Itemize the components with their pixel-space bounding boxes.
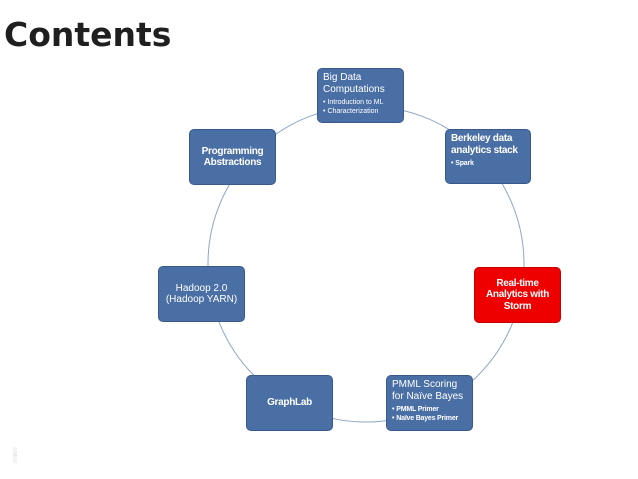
bullet-item: Spark	[451, 159, 525, 168]
node-label: Real-time Analytics with Storm	[485, 277, 550, 312]
node-programming-abstractions: Programming Abstractions	[189, 129, 276, 185]
node-label: Programming Abstractions	[201, 145, 264, 169]
node-label: PMML Scoring for Naïve Bayes	[392, 379, 464, 402]
bullet-item: PMML Primer	[392, 405, 467, 414]
node-bullets: PMML Primer Naïve Bayes Primer	[392, 405, 467, 424]
node-label: Berkeley data analytics stack	[451, 133, 518, 156]
bullet-item: Naïve Bayes Primer	[392, 414, 467, 423]
node-label: GraphLab	[267, 397, 312, 409]
node-pmml-scoring: PMML Scoring for Naïve Bayes PMML Primer…	[386, 375, 473, 431]
bullet-item: Introduction to ML	[323, 98, 398, 107]
node-big-data-computations: Big Data Computations Introduction to ML…	[317, 68, 404, 123]
node-label: Big Data Computations	[323, 72, 385, 95]
bullet-item: Characterization	[323, 107, 398, 116]
node-label: Hadoop 2.0 (Hadoop YARN)	[165, 282, 238, 306]
node-bullets: Introduction to ML Characterization	[323, 98, 398, 117]
slide-corner-mark: ░░	[13, 448, 18, 463]
page-title: Contents	[4, 15, 172, 54]
node-berkeley-data-analytics-stack: Berkeley data analytics stack Spark	[445, 129, 531, 184]
node-realtime-analytics-storm: Real-time Analytics with Storm	[474, 267, 561, 323]
node-hadoop: Hadoop 2.0 (Hadoop YARN)	[158, 266, 245, 322]
node-graphlab: GraphLab	[246, 375, 333, 431]
node-bullets: Spark	[451, 159, 525, 168]
